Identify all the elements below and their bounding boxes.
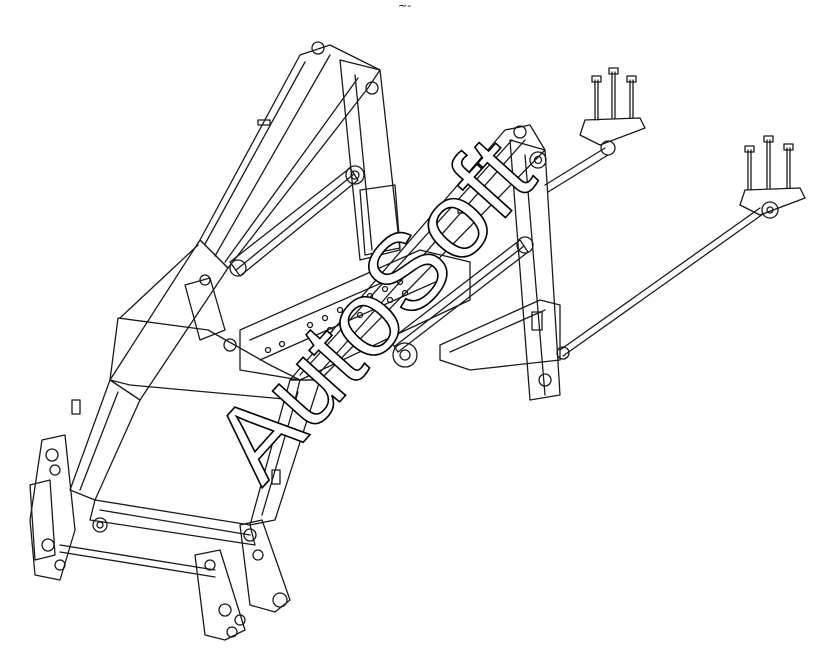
bottom-cross-bar: [59, 517, 216, 578]
left-bracket: [184, 274, 237, 352]
lower-frame: [69, 379, 256, 546]
left-upright-post: [339, 59, 401, 261]
left-pivot-plate: [29, 434, 76, 581]
top-mark: ~-: [398, 0, 412, 12]
rear-mount-frame: [439, 299, 561, 371]
left-boom-arm: [109, 44, 381, 401]
tie-rod-right: [556, 201, 779, 360]
left-hydraulic-cylinder: [229, 165, 365, 277]
tie-rod-upper: [544, 140, 616, 193]
right-boom-arm: [249, 124, 546, 526]
lower-stud-bracket: [739, 135, 806, 216]
right-hydraulic-cylinder: [389, 236, 534, 368]
right-pivot-plate: [194, 519, 291, 641]
right-upright-post: [509, 139, 561, 401]
upper-stud-bracket: [579, 67, 646, 146]
pin-details: [71, 41, 527, 485]
